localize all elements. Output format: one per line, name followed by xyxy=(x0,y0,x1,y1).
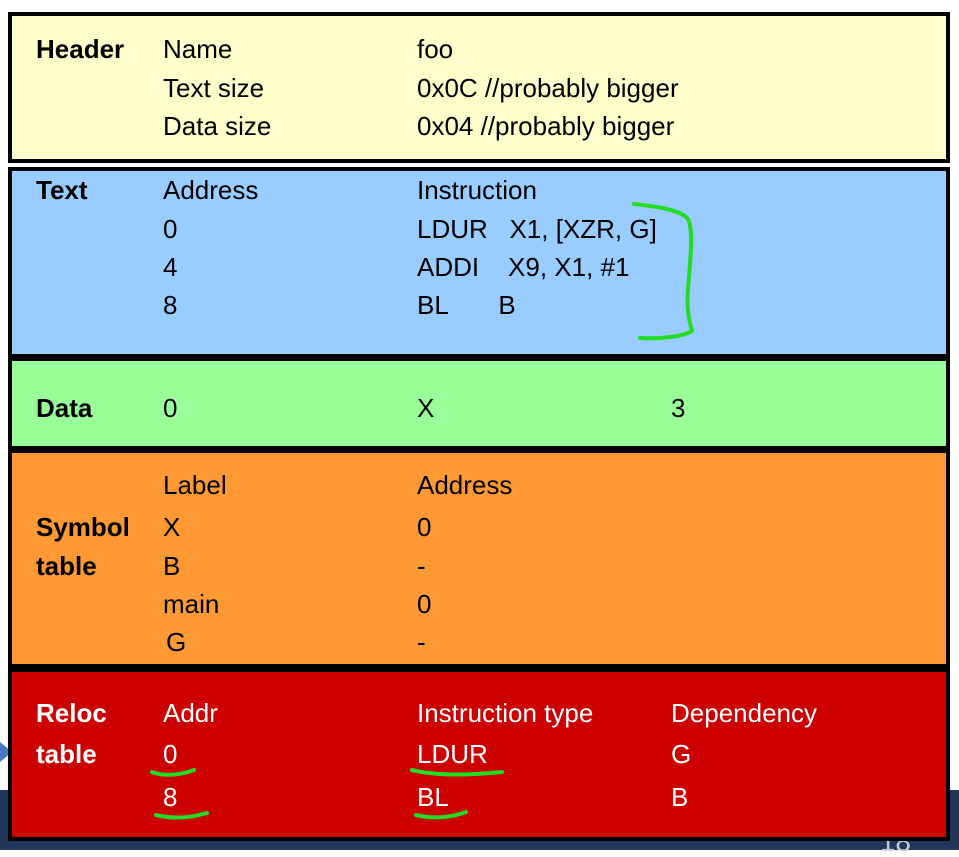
reloc-title-line1: Reloc xyxy=(36,698,107,728)
text-row-instruction: BL B xyxy=(417,290,516,320)
symbol-row-address: 0 xyxy=(417,512,432,542)
header-section: Header Name foo Text size 0x0C //probabl… xyxy=(8,12,950,163)
header-text-size-value: 0x0C //probably bigger xyxy=(417,73,679,103)
symbol-label-header: Label xyxy=(163,470,227,500)
reloc-row-type: BL xyxy=(417,782,449,812)
header-name-value: foo xyxy=(417,34,454,64)
symbol-row-address: 0 xyxy=(417,589,432,619)
data-section: Data 0 X 3 xyxy=(8,358,950,450)
reloc-dependency-header: Dependency xyxy=(671,698,817,728)
symbol-row-label: G xyxy=(166,627,187,657)
reloc-row-dependency: G xyxy=(671,739,692,769)
reloc-row-dependency: B xyxy=(671,782,689,812)
symbol-row-label: X xyxy=(163,512,181,542)
symbol-row-label: B xyxy=(163,551,181,581)
object-file-layout: Header Name foo Text size 0x0C //probabl… xyxy=(8,12,950,841)
reloc-title-line2: table xyxy=(36,739,97,769)
reloc-row-addr: 0 xyxy=(163,739,178,769)
reloc-addr-header: Addr xyxy=(163,698,218,728)
data-value: 3 xyxy=(671,393,686,423)
data-title: Data xyxy=(36,393,93,423)
text-row-address: 4 xyxy=(163,252,178,282)
text-section: Text Address Instruction 0 LDUR X1, [XZR… xyxy=(8,167,950,358)
reloc-row-addr: 8 xyxy=(163,782,178,812)
text-row-address: 8 xyxy=(163,290,178,320)
data-label: X xyxy=(417,393,435,423)
text-row-instruction: LDUR X1, [XZR, G] xyxy=(417,214,657,244)
symbol-row-address: - xyxy=(417,627,426,657)
data-address: 0 xyxy=(163,393,178,423)
header-data-size-value: 0x04 //probably bigger xyxy=(417,111,675,141)
text-row-instruction: ADDI X9, X1, #1 xyxy=(417,252,630,282)
text-address-header: Address xyxy=(163,175,259,205)
symbol-address-header: Address xyxy=(417,470,513,500)
text-row-address: 0 xyxy=(163,214,178,244)
reloc-row-type: LDUR xyxy=(417,739,488,769)
text-instruction-header: Instruction xyxy=(417,175,537,205)
symbol-row-address: - xyxy=(417,551,426,581)
symbol-title-line2: table xyxy=(36,551,97,581)
text-title: Text xyxy=(36,175,88,205)
header-data-size-label: Data size xyxy=(163,111,272,141)
symbol-table-section: Symbol table Label Address X 0 B - main … xyxy=(8,450,950,668)
reloc-type-header: Instruction type xyxy=(417,698,594,728)
symbol-title-line1: Symbol xyxy=(36,512,130,542)
header-text-size-label: Text size xyxy=(163,73,265,103)
relocation-table-section: Reloc table Addr Instruction type Depend… xyxy=(8,668,950,841)
header-title: Header xyxy=(36,34,125,64)
symbol-row-label: main xyxy=(163,589,220,619)
header-name-label: Name xyxy=(163,34,233,64)
